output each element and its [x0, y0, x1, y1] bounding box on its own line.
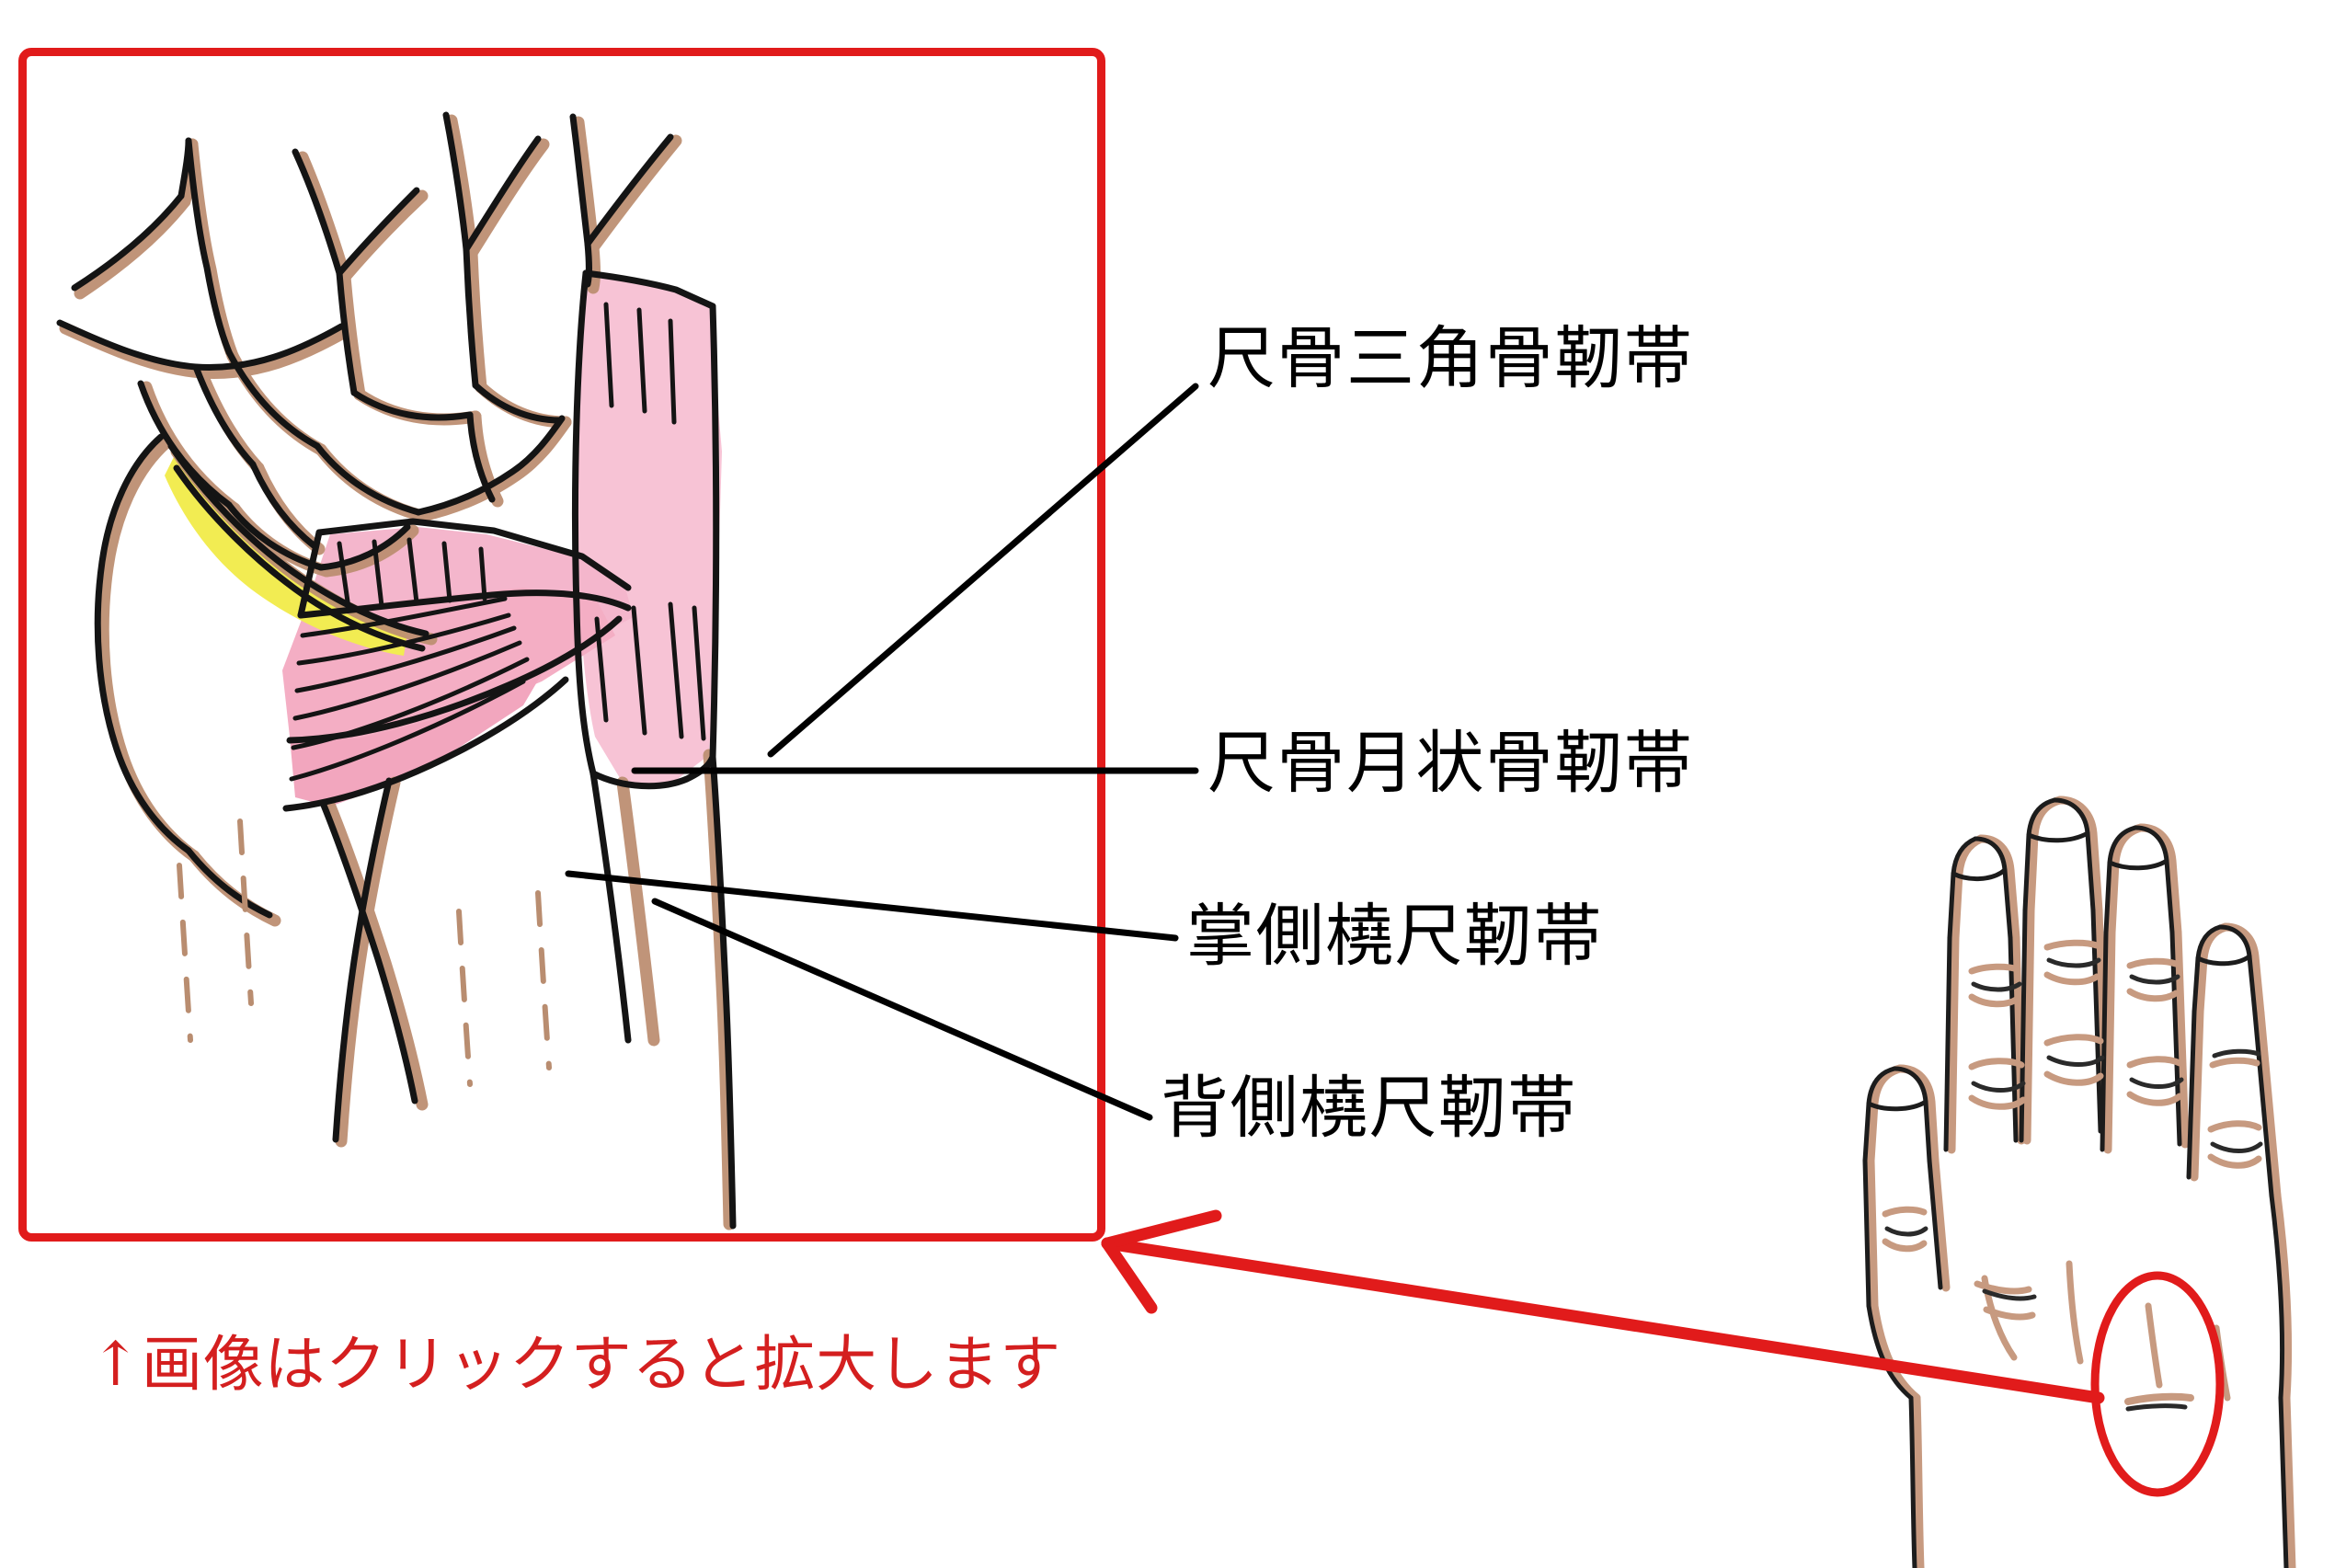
ulnar-wrist-highlight-ellipse — [2090, 1271, 2225, 1497]
wrist-anatomy-illustration — [56, 111, 737, 1230]
callout-arrow — [1101, 1209, 2105, 1404]
label-dorsal-radioulnar-ligament: 背側橈尺靭帯 — [1161, 1069, 1577, 1148]
click-to-enlarge-caption: ↑画像はクリックすると拡大します — [90, 1329, 1061, 1400]
label-ulnolunate-ligament: 尺骨月状骨靭帯 — [1207, 724, 1694, 803]
label-ulnotriquetral-ligament: 尺骨三角骨靭帯 — [1207, 319, 1694, 398]
label-palmar-radioulnar-ligament: 掌側橈尺靭帯 — [1186, 897, 1603, 976]
anatomy-figure-box[interactable] — [18, 48, 1105, 1242]
bone-outline-layer — [56, 111, 737, 1230]
hand-illustration — [1862, 795, 2296, 1568]
